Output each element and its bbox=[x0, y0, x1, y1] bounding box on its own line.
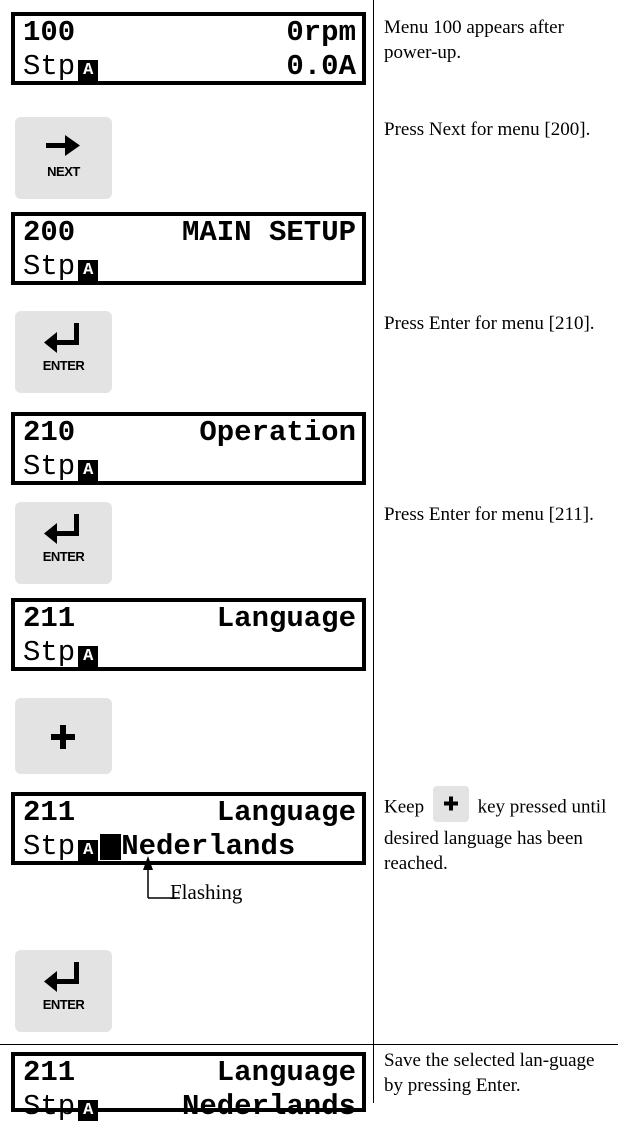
description-menu-100: Menu 100 appears after power-up. bbox=[384, 17, 564, 63]
status-stp: Stp bbox=[23, 50, 76, 83]
param-set-badge: A bbox=[78, 459, 99, 481]
current-value: 0.0A bbox=[286, 50, 356, 83]
description-keep-plus-pressed: Keep key pressed until desired language … bbox=[384, 786, 616, 876]
enter-key-label: ENTER bbox=[42, 997, 85, 1012]
description-save-language: Save the selected lan-guage by pressing … bbox=[384, 1050, 595, 1096]
column-divider bbox=[373, 0, 374, 1103]
right-arrow-icon bbox=[46, 135, 80, 156]
status-stp: Stp bbox=[23, 830, 76, 863]
menu-number: 211 bbox=[23, 1056, 76, 1089]
description-press-enter-211: Press Enter for menu [211]. bbox=[384, 504, 594, 525]
enter-key[interactable]: ENTER bbox=[15, 502, 112, 584]
menu-number: 211 bbox=[23, 602, 76, 635]
menu-number: 211 bbox=[23, 796, 76, 829]
description-press-enter-210: Press Enter for menu [210]. bbox=[384, 313, 595, 334]
flashing-label: Flashing bbox=[170, 880, 243, 904]
menu-title: Language bbox=[216, 1056, 356, 1089]
menu-title: Language bbox=[216, 602, 356, 635]
status-stp: Stp bbox=[23, 250, 76, 283]
enter-key[interactable]: ENTER bbox=[15, 950, 112, 1032]
row-divider bbox=[0, 1044, 618, 1045]
enter-key[interactable]: ENTER bbox=[15, 311, 112, 393]
language-value: Nederlands bbox=[181, 1090, 356, 1123]
next-key[interactable]: NEXT bbox=[15, 117, 112, 199]
menu-number: 100 bbox=[23, 16, 76, 49]
plus-key[interactable] bbox=[15, 698, 112, 774]
param-set-badge: A bbox=[78, 645, 99, 667]
menu-title: Operation bbox=[199, 416, 356, 449]
param-set-badge: A bbox=[78, 259, 99, 281]
key-pressed-text: key pressed until desired language has b… bbox=[384, 796, 607, 874]
inline-plus-key-icon bbox=[432, 786, 469, 822]
menu-title: MAIN SETUP bbox=[181, 216, 356, 249]
status-stp: Stp bbox=[23, 1090, 76, 1123]
status-stp: Stp bbox=[23, 450, 76, 483]
enter-key-label: ENTER bbox=[42, 549, 85, 564]
param-set-badge: A bbox=[78, 839, 99, 861]
flashing-cursor bbox=[100, 834, 122, 860]
status-stp: Stp bbox=[23, 636, 76, 669]
next-key-label: NEXT bbox=[47, 164, 80, 179]
enter-arrow-icon bbox=[44, 514, 79, 544]
language-value: Nederlands bbox=[121, 830, 296, 863]
enter-arrow-icon bbox=[44, 962, 79, 992]
keep-text: Keep bbox=[384, 796, 425, 818]
menu-number: 200 bbox=[23, 216, 76, 249]
description-press-next: Press Next for menu [200]. bbox=[384, 119, 591, 140]
param-set-badge: A bbox=[78, 59, 99, 81]
menu-number: 210 bbox=[23, 416, 76, 449]
enter-key-label: ENTER bbox=[42, 358, 85, 373]
enter-arrow-icon bbox=[44, 323, 79, 353]
plus-icon bbox=[51, 725, 75, 749]
flashing-pointer-arrow bbox=[143, 856, 180, 899]
menu-title: Language bbox=[216, 796, 356, 829]
menu-title: 0rpm bbox=[286, 16, 356, 49]
